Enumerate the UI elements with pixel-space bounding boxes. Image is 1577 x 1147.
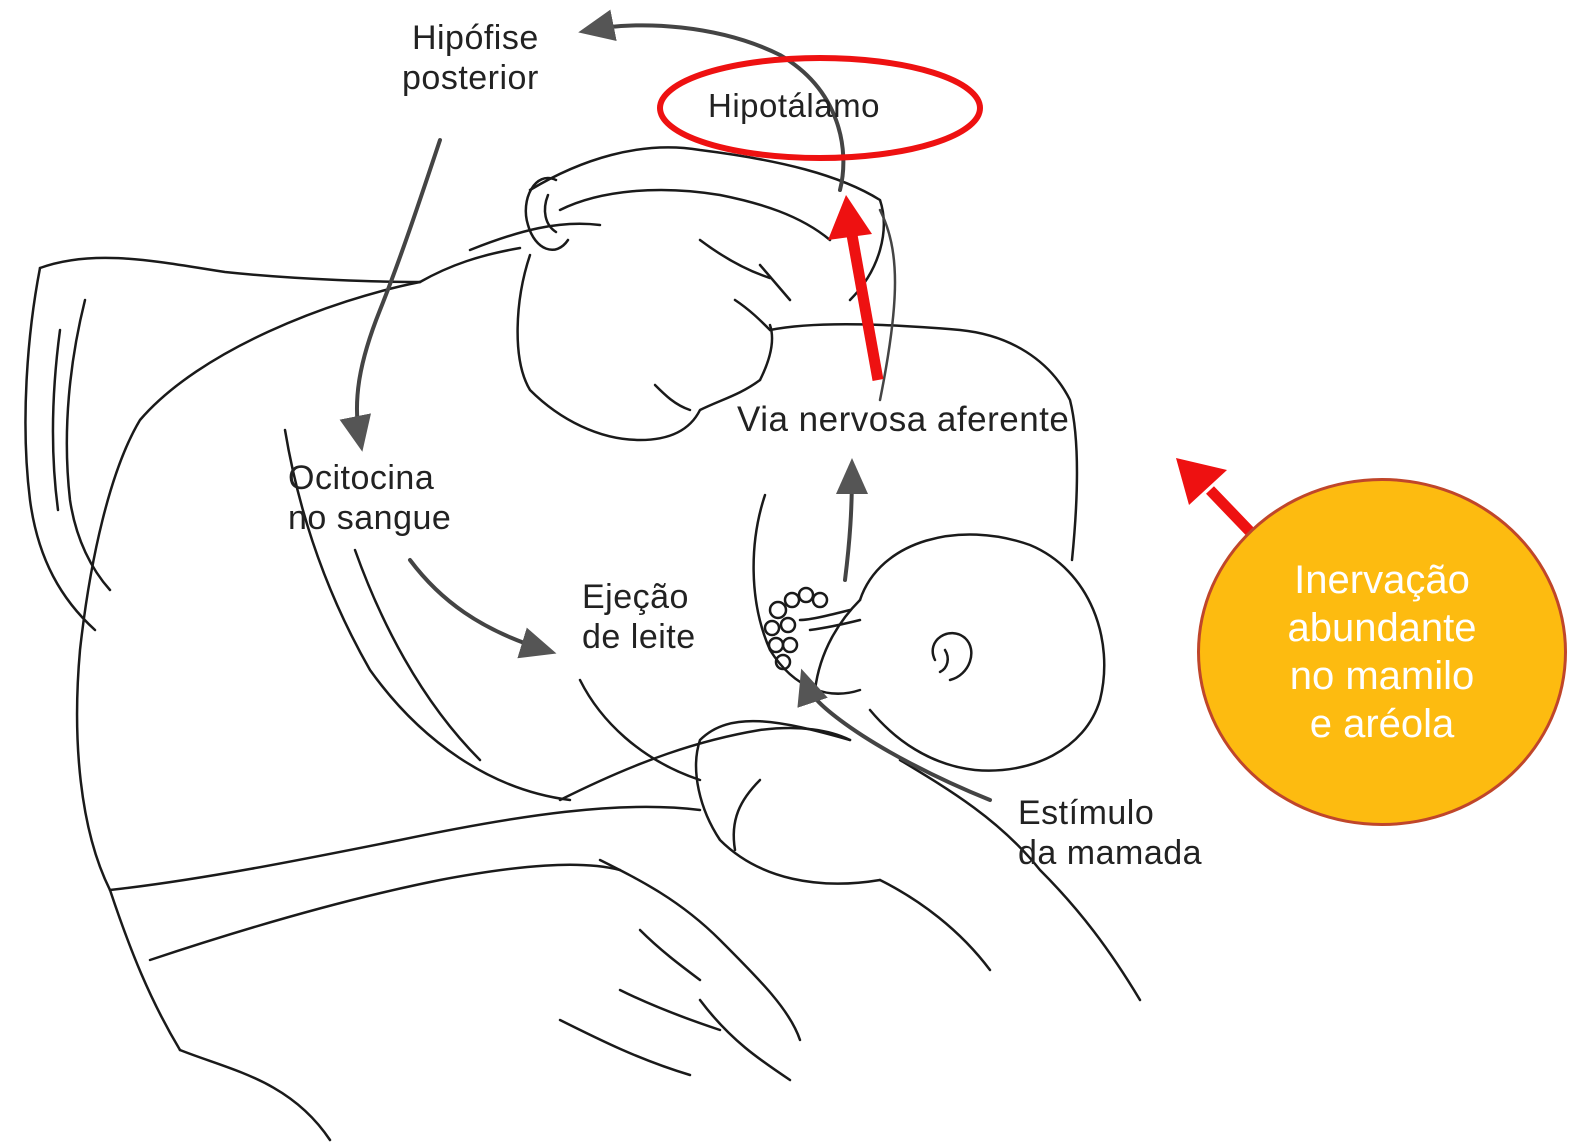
mother-figure — [25, 147, 1077, 1140]
label-line: Hipófise — [402, 18, 539, 58]
callout-line: no mamilo — [1287, 652, 1476, 700]
callout-line: Inervação — [1287, 556, 1476, 604]
label-line: Via nervosa aferente — [737, 400, 1069, 440]
label-line: de leite — [582, 617, 696, 657]
red-afferent-arrow — [828, 195, 878, 380]
label-line: da mamada — [1018, 833, 1202, 873]
label-line: Ocitocina — [288, 458, 451, 498]
label-milk-ejection: Ejeção de leite — [582, 577, 696, 657]
label-line: Ejeção — [582, 577, 696, 617]
callout-line: e aréola — [1287, 700, 1476, 748]
label-suckling-stimulus: Estímulo da mamada — [1018, 793, 1202, 873]
label-line: no sangue — [288, 498, 451, 538]
callout-line: abundante — [1287, 604, 1476, 652]
label-hypothalamus: Hipotálamo — [708, 86, 880, 126]
nipple-stimulus-arrow — [805, 680, 990, 800]
stimulus-to-nerve-arrow — [845, 470, 852, 580]
red-callout-arrow — [1176, 458, 1258, 540]
blood-to-milk-ejection-arrow — [410, 560, 545, 650]
label-posterior-pituitary: Hipófise posterior — [402, 18, 539, 98]
label-line: posterior — [402, 58, 539, 98]
label-afferent-nerve-pathway: Via nervosa aferente — [737, 400, 1069, 440]
label-oxytocin-in-blood: Ocitocina no sangue — [288, 458, 451, 538]
pituitary-to-blood-arrow — [357, 140, 440, 440]
callout-text: Inervação abundante no mamilo e aréola — [1287, 556, 1476, 748]
label-line: Estímulo — [1018, 793, 1202, 833]
label-line: Hipotálamo — [708, 86, 880, 126]
innervation-callout-circle: Inervação abundante no mamilo e aréola — [1197, 478, 1567, 826]
